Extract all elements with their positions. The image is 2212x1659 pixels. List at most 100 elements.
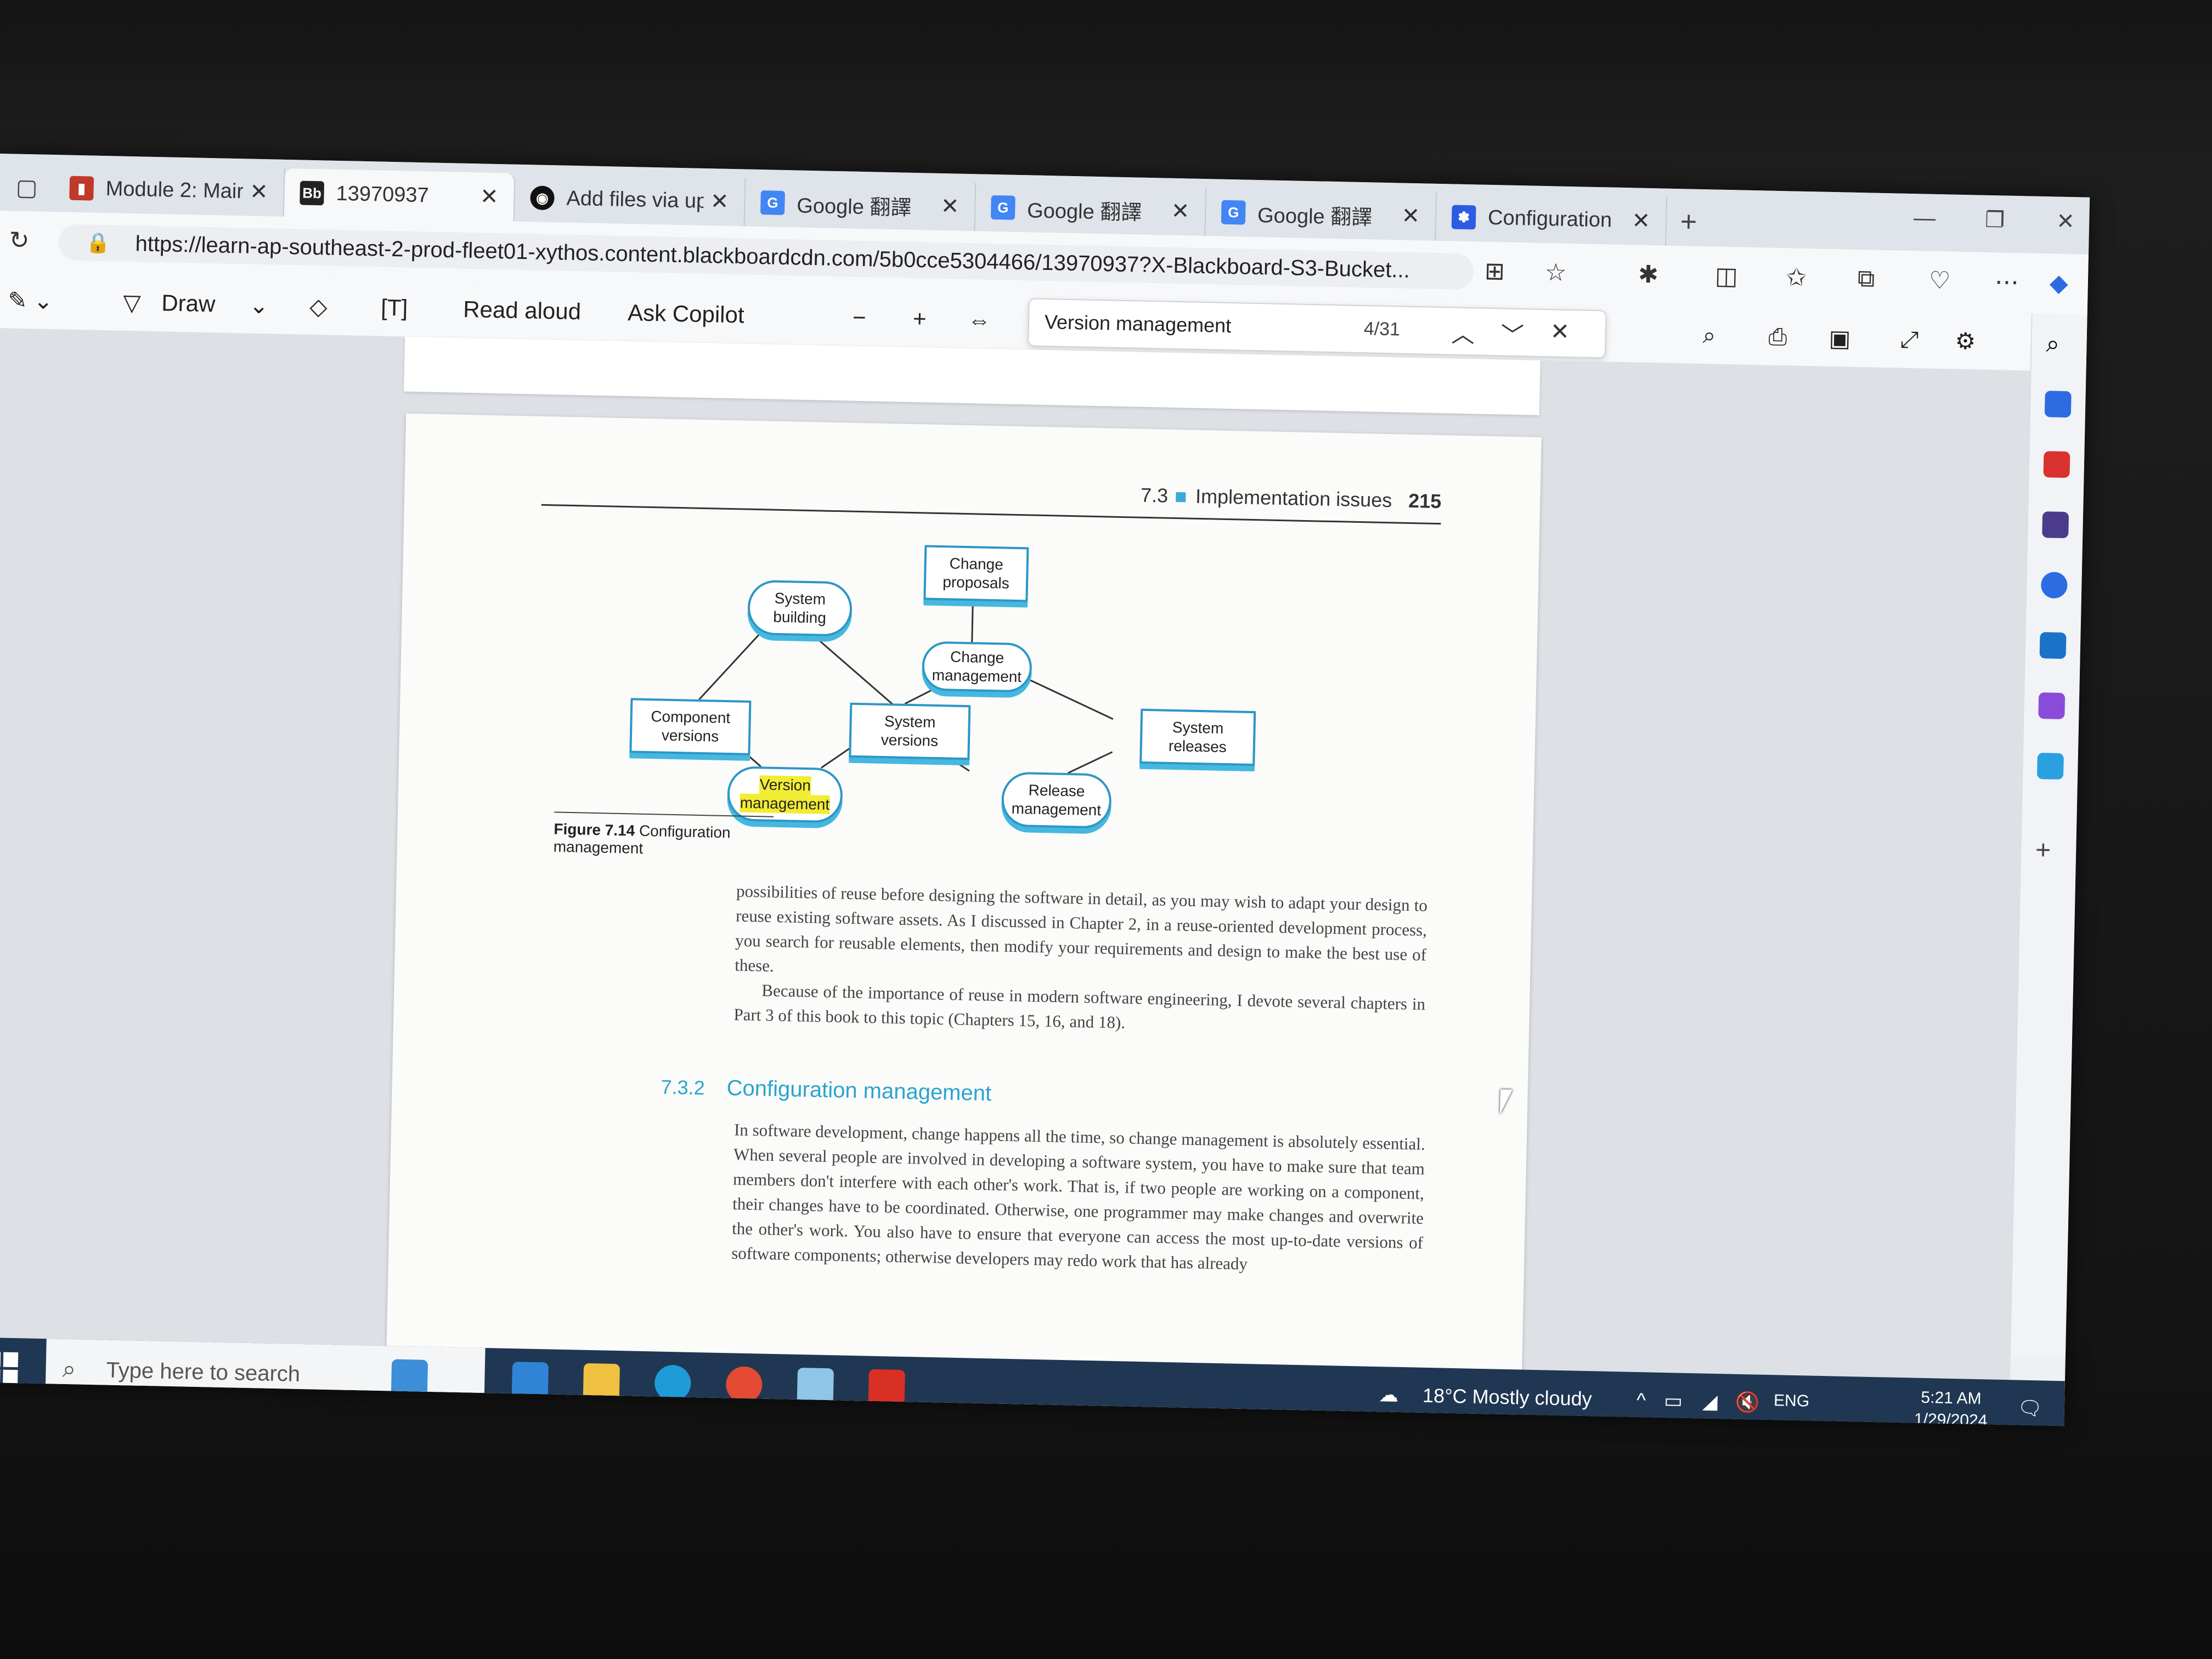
send-icon[interactable] [2036,753,2064,780]
translate-icon: G [1221,200,1246,225]
tab-label: 13970937 [336,182,430,207]
tab-actions-icon[interactable]: ▢ [15,174,38,200]
close-icon[interactable]: ✕ [710,189,729,214]
find-input[interactable]: Version management [1044,310,1232,337]
paragraph: possibilities of reuse before designing … [734,881,1428,975]
zoom-out-icon[interactable]: − [852,304,867,331]
tab-add-files[interactable]: ◉ Add files via up ✕ [514,173,746,227]
notifications-icon[interactable]: 🗨 [2017,1396,2043,1420]
outlook-icon[interactable] [2039,632,2067,659]
notes-icon[interactable] [797,1367,834,1405]
copilot-icon[interactable]: ◆ [2049,269,2069,297]
chevron-down-icon[interactable]: ⌄ [249,292,269,319]
add-icon[interactable]: + [2035,835,2051,865]
find-previous-icon[interactable]: ︿ [1451,321,1475,348]
search-icon[interactable]: ⌕ [1702,322,1716,348]
tab-13970937[interactable]: Bb 13970937 ✕ [284,168,516,222]
file-explorer-icon[interactable] [583,1363,620,1401]
fullscreen-icon[interactable]: ⤢ [1900,326,1919,353]
node-label: System releases [1168,718,1227,756]
more-icon[interactable]: ⋯ [1994,268,2019,296]
lock-icon[interactable]: 🔒 [86,231,111,255]
configuration-management-diagram: Change proposals System building Change … [616,539,1325,883]
find-bar[interactable]: Version management 4/31 ︿ ﹀ ✕ [1028,298,1607,359]
tab-configuration[interactable]: ✽ Configuration ✕ [1436,192,1667,246]
wifi-icon[interactable]: ◢ [1702,1390,1718,1413]
wps-icon[interactable] [868,1369,905,1407]
url-text: https://learn-ap-southeast-2-prod-fleet0… [135,232,1410,283]
favorites-icon[interactable]: ✩ [1786,264,1807,292]
weather-text[interactable]: 18°C Mostly cloudy [1422,1384,1593,1410]
text-box-icon[interactable]: [T] [380,294,408,321]
fit-page-icon[interactable]: ⇔ [967,307,991,333]
weather-icon[interactable]: ☁ [1378,1383,1399,1406]
puzzle-widget-icon[interactable] [391,1359,428,1396]
settings-gear-icon[interactable]: ⚙ [1955,328,1976,354]
volume-muted-icon[interactable]: 🔇 [1735,1390,1760,1414]
tag-icon[interactable] [2044,391,2072,418]
body-text-1: possibilities of reuse before designing … [733,878,1427,1041]
find-next-icon[interactable]: ﹀ [1500,322,1525,349]
edge-icon[interactable] [654,1364,692,1402]
system-versions-node: System versions [849,702,971,760]
zoom-in-icon[interactable]: + [912,305,927,332]
restore-icon[interactable]: ❐ [1984,207,2005,233]
collections-icon[interactable]: ⧉ [1857,264,1875,292]
tab-google-translate-1[interactable]: G Google 翻譯 ✕ [744,178,977,232]
health-icon[interactable]: ♡ [1928,267,1951,295]
translate-icon: G [760,190,785,215]
figure-label: Figure 7.14 [554,820,635,839]
close-icon[interactable]: ✕ [1632,208,1651,234]
draw-button[interactable]: Draw [161,290,216,317]
highlight-icon[interactable]: ✎ ⌄ [7,287,53,314]
close-icon[interactable]: ✕ [249,179,269,205]
close-icon[interactable]: ✕ [1401,204,1420,229]
clock[interactable]: 5:21 AM 1/29/2024 [1914,1387,1988,1426]
language-indicator[interactable]: ENG [1773,1391,1810,1410]
read-mode-icon[interactable]: ⊞ [1484,257,1505,285]
release-management-node: Release management [1001,771,1112,829]
tab-google-translate-3[interactable]: G Google 翻譯 ✕ [1205,188,1437,241]
change-proposals-node: Change proposals [923,545,1029,602]
tab-label: Google 翻譯 [1257,204,1373,229]
windows-start-icon[interactable] [0,1351,19,1385]
close-icon[interactable]: ✕ [1171,199,1190,224]
tab-label: Google 翻譯 [1026,199,1142,225]
section-number: 7.3 [1140,483,1169,507]
toolbox-icon[interactable] [2043,451,2070,478]
designer-icon[interactable] [2038,692,2066,720]
tab-google-translate-2[interactable]: G Google 翻譯 ✕ [975,183,1207,236]
close-icon[interactable]: ✕ [940,194,960,219]
extensions-icon[interactable]: ✱ [1638,261,1659,289]
square-bullet-icon [1175,492,1186,503]
ask-copilot-button[interactable]: Ask Copilot [627,300,745,328]
save-icon[interactable]: ▣ [1829,325,1851,352]
microsoft-365-icon[interactable] [2040,572,2068,599]
draw-icon[interactable]: ▽ [122,289,142,316]
mail-icon[interactable] [511,1362,549,1399]
tray-chevron-icon[interactable]: ^ [1636,1388,1646,1412]
refresh-icon[interactable]: ↻ [9,227,30,255]
minimize-icon[interactable]: — [1913,206,1936,230]
find-close-icon[interactable]: ✕ [1550,318,1570,345]
page-number: 215 [1408,489,1442,513]
print-icon[interactable]: ⎙ [1768,323,1787,350]
favorite-star-icon[interactable]: ☆ [1544,259,1567,286]
chrome-icon[interactable] [725,1366,763,1403]
split-screen-icon[interactable]: ◫ [1714,262,1739,290]
close-icon[interactable]: ✕ [479,184,499,210]
window-close-icon[interactable]: ✕ [2056,209,2075,234]
tab-module2[interactable]: ▮ Module 2: Mair ✕ [53,163,285,217]
sidebar-search-icon[interactable]: ⌕ [2046,330,2060,358]
figure-caption: Figure 7.14 Configuration management [553,811,774,860]
tab-label: Configuration [1487,206,1612,232]
eraser-icon[interactable]: ◇ [309,293,328,320]
chart-icon: ▮ [69,176,94,201]
read-aloud-button[interactable]: Read aloud [462,296,582,325]
battery-icon[interactable]: ▭ [1663,1389,1683,1412]
new-tab-icon[interactable]: + [1680,206,1697,238]
games-icon[interactable] [2042,511,2069,539]
